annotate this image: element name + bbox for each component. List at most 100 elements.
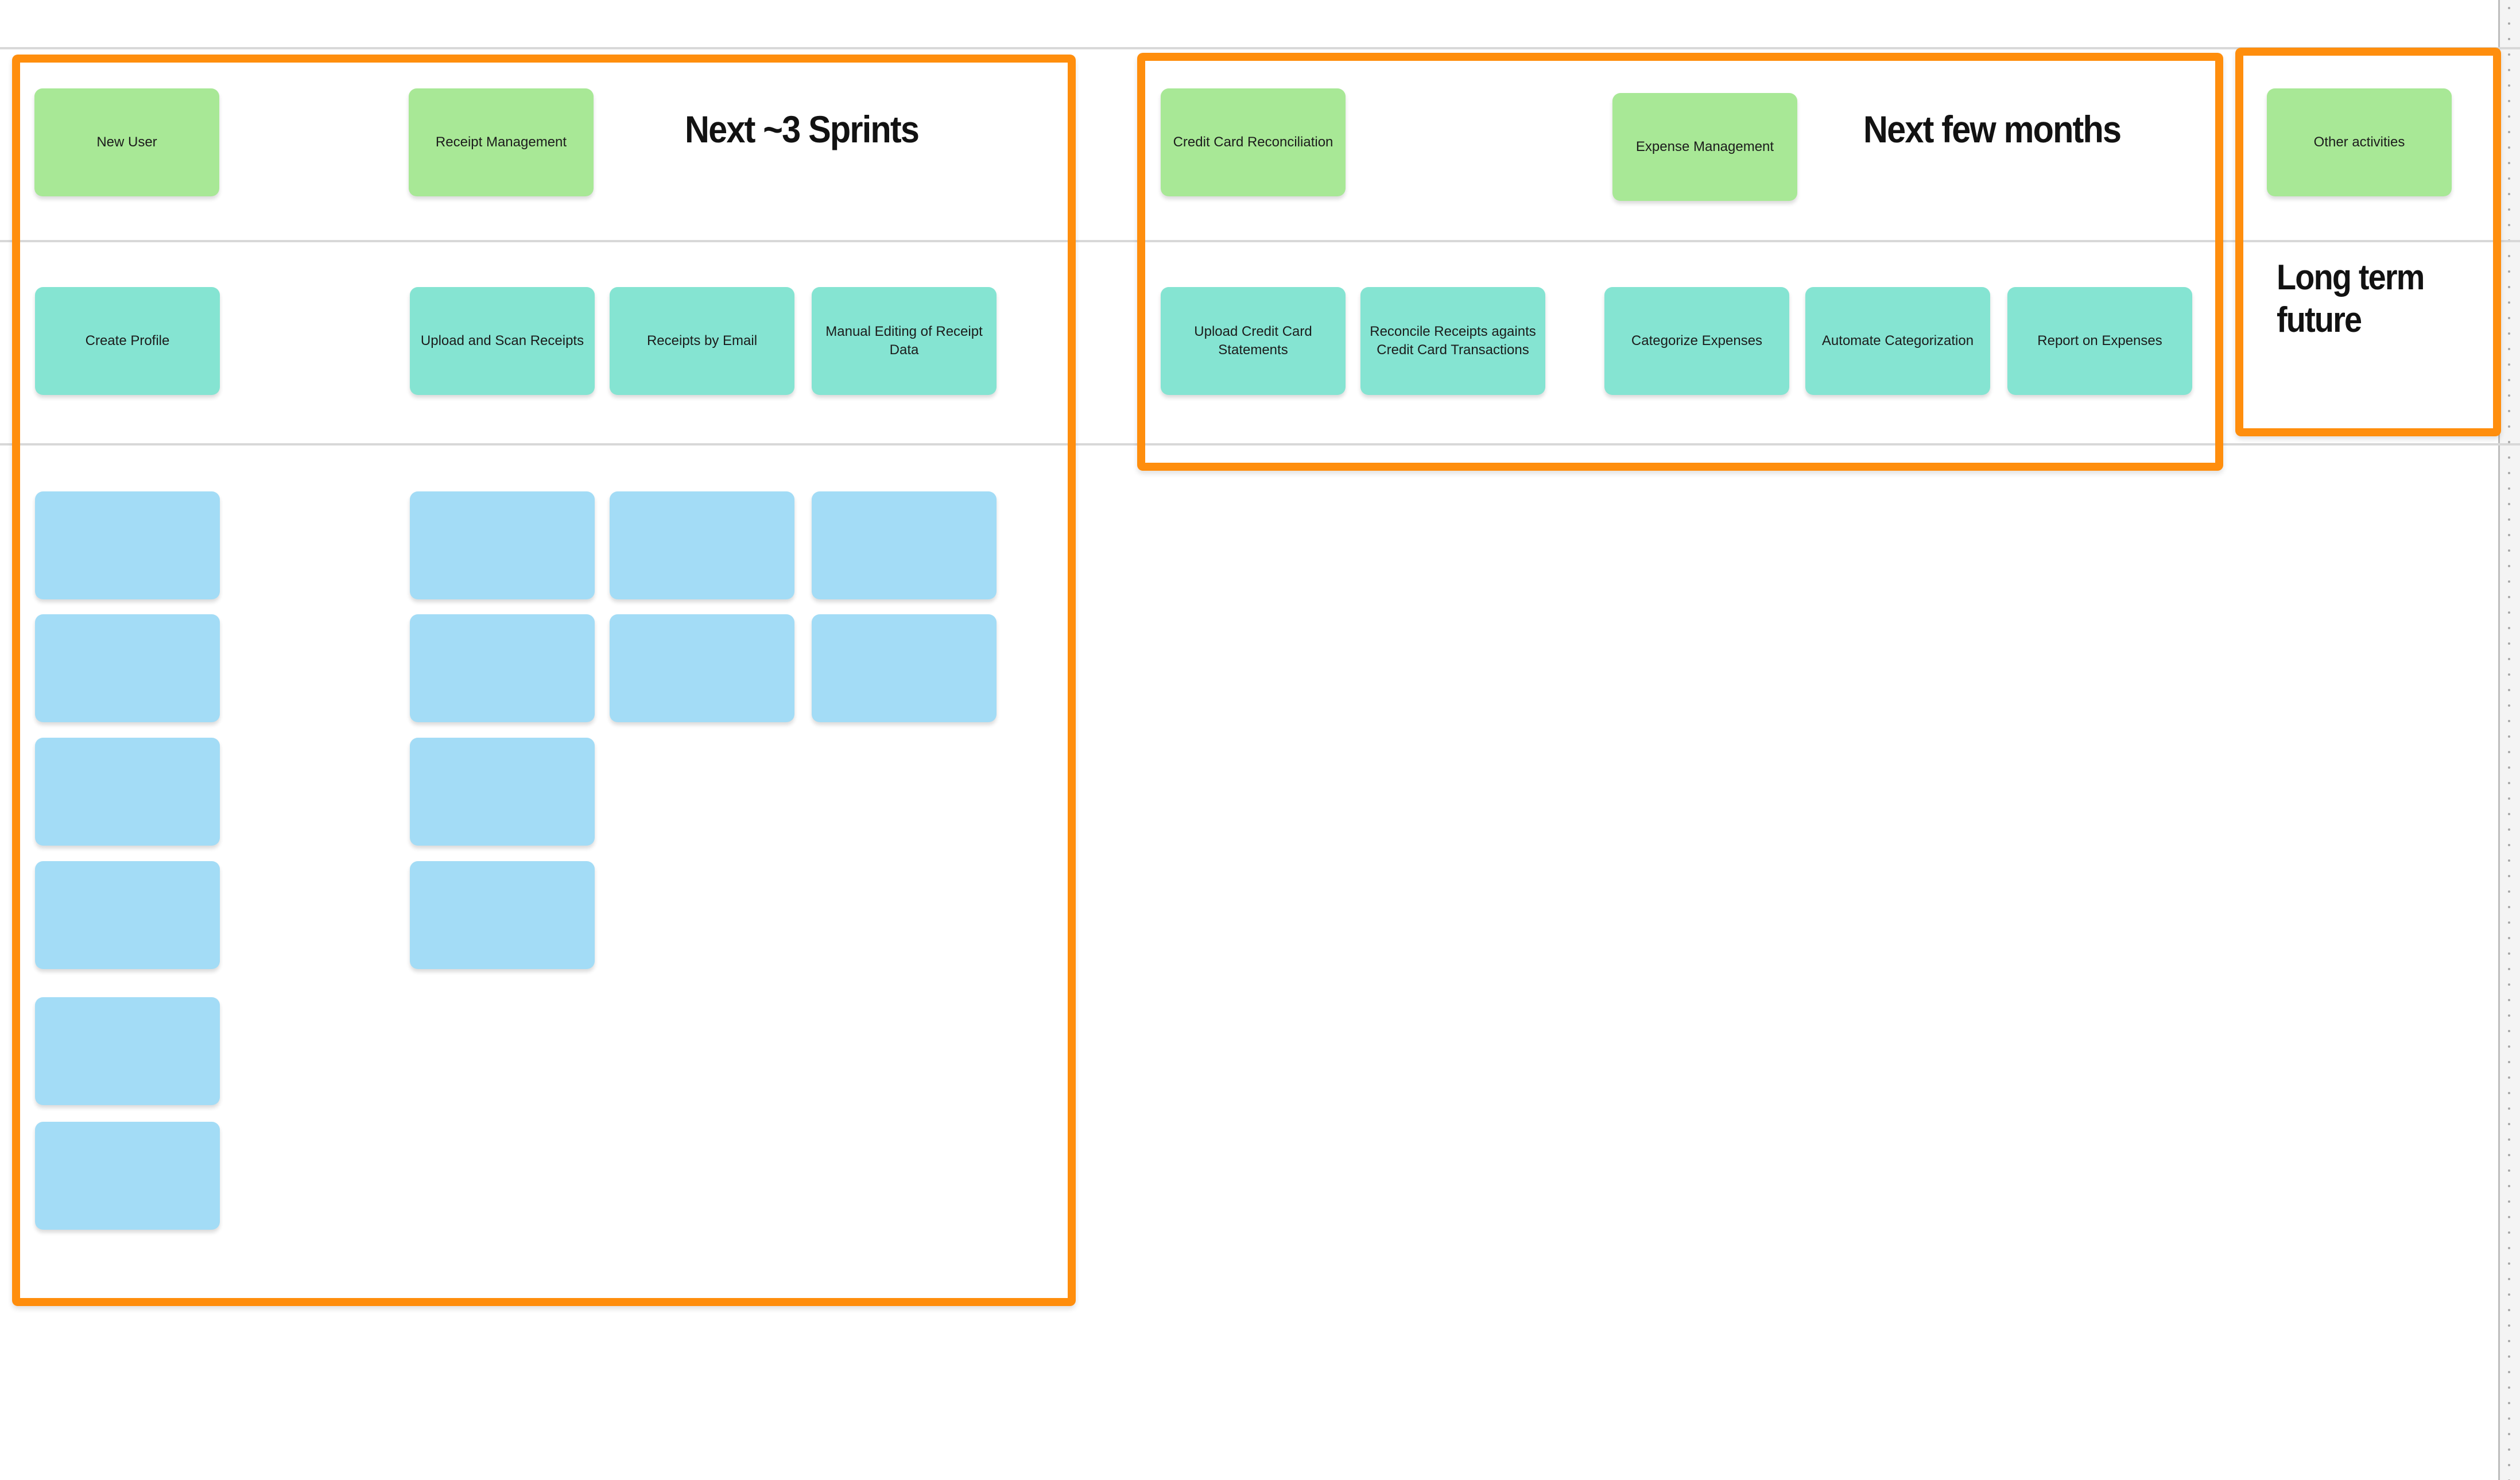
canvas-grid-dot — [2508, 487, 2510, 490]
canvas-grid-dot — [2508, 813, 2510, 815]
canvas-grid-dot — [2508, 1092, 2510, 1094]
canvas-grid-dot — [2508, 286, 2510, 288]
canvas-grid-dot — [2508, 1278, 2510, 1280]
canvas-grid-dot — [2508, 115, 2510, 118]
sticky-note-report-on-expenses[interactable]: Report on Expenses — [2007, 287, 2192, 395]
canvas-grid-dot — [2508, 177, 2510, 180]
sticky-note-receipts-by-email[interactable]: Receipts by Email — [610, 287, 794, 395]
sticky-note-story-blank[interactable] — [812, 614, 997, 722]
sticky-note-reconcile-receipts-againts-credit-card-transactions[interactable]: Reconcile Receipts againts Credit Card T… — [1360, 287, 1545, 395]
canvas-grid-dot — [2508, 1402, 2510, 1404]
sticky-note-upload-credit-card-statements[interactable]: Upload Credit Card Statements — [1161, 287, 1346, 395]
sticky-note-receipt-management[interactable]: Receipt Management — [409, 88, 594, 196]
canvas-grid-dot — [2508, 1185, 2510, 1187]
sticky-note-categorize-expenses[interactable]: Categorize Expenses — [1604, 287, 1789, 395]
canvas-grid-dot — [2508, 348, 2510, 350]
canvas-grid-dot — [2508, 627, 2510, 629]
canvas-grid-dot — [2508, 844, 2510, 846]
canvas-grid-dot — [2508, 22, 2510, 25]
canvas-grid-dot — [2508, 1247, 2510, 1249]
canvas-grid-dot — [2508, 1014, 2510, 1017]
canvas-grid-dot — [2508, 1123, 2510, 1125]
canvas-grid-dot — [2508, 38, 2510, 40]
sticky-note-upload-and-scan-receipts[interactable]: Upload and Scan Receipts — [410, 287, 595, 395]
frame-next-3-sprints[interactable] — [12, 55, 1076, 1306]
canvas-grid-dot — [2508, 1417, 2510, 1420]
canvas-grid-dot — [2508, 317, 2510, 319]
frame-long-term-future[interactable] — [2235, 48, 2501, 436]
sticky-note-story-blank[interactable] — [410, 491, 595, 599]
canvas-grid-dot — [2508, 1355, 2510, 1358]
canvas-grid-dot — [2508, 1262, 2510, 1265]
sticky-note-automate-categorization[interactable]: Automate Categorization — [1805, 287, 1990, 395]
canvas-grid-dot — [2508, 658, 2510, 660]
swimlane-divider-line — [0, 240, 2520, 242]
canvas-grid-dot — [2508, 208, 2510, 211]
canvas-grid-dot — [2508, 1340, 2510, 1342]
canvas-grid-dot — [2508, 1061, 2510, 1063]
sticky-note-story-blank[interactable] — [610, 491, 794, 599]
canvas-grid-dot — [2508, 1309, 2510, 1311]
canvas-grid-dot — [2508, 704, 2510, 707]
canvas-grid-dot — [2508, 1433, 2510, 1435]
canvas-grid-dot — [2508, 332, 2510, 335]
canvas-grid-dot — [2508, 1371, 2510, 1373]
sticky-note-create-profile[interactable]: Create Profile — [35, 287, 220, 395]
canvas-grid-dot — [2508, 580, 2510, 583]
canvas-grid-dot — [2508, 162, 2510, 164]
sticky-note-story-blank[interactable] — [35, 614, 220, 722]
sticky-note-story-blank[interactable] — [410, 614, 595, 722]
canvas-grid-dot — [2508, 596, 2510, 598]
sticky-note-manual-editing-of-receipt-data[interactable]: Manual Editing of Receipt Data — [812, 287, 997, 395]
canvas-grid-dot — [2508, 1448, 2510, 1451]
canvas-grid-dot — [2508, 937, 2510, 939]
sticky-note-story-blank[interactable] — [35, 491, 220, 599]
canvas-grid-dot — [2508, 394, 2510, 397]
sticky-note-story-blank[interactable] — [35, 1122, 220, 1230]
sticky-note-new-user[interactable]: New User — [34, 88, 219, 196]
canvas-grid-dot — [2508, 472, 2510, 474]
swimlane-divider-line — [0, 47, 2520, 49]
canvas-grid-dot — [2508, 1169, 2510, 1172]
canvas-grid-dot — [2508, 503, 2510, 505]
canvas-grid-dot — [2508, 379, 2510, 381]
canvas-grid-dot — [2508, 1107, 2510, 1110]
canvas-grid-dot — [2508, 766, 2510, 769]
canvas-grid-dot — [2508, 410, 2510, 412]
sticky-note-credit-card-reconciliation[interactable]: Credit Card Reconciliation — [1161, 88, 1346, 196]
canvas-grid-dot — [2508, 518, 2510, 521]
canvas-grid-dot — [2508, 193, 2510, 195]
canvas-grid-dot — [2508, 859, 2510, 862]
canvas-grid-dot — [2508, 968, 2510, 970]
canvas-grid-dot — [2508, 100, 2510, 102]
sticky-note-other-activities[interactable]: Other activities — [2267, 88, 2452, 196]
sticky-note-story-blank[interactable] — [610, 614, 794, 722]
canvas-grid-dot — [2508, 224, 2510, 226]
canvas-grid-dot — [2508, 146, 2510, 149]
canvas-grid-dot — [2508, 1231, 2510, 1234]
canvas-grid-dot — [2508, 1216, 2510, 1218]
canvas-grid-dot — [2508, 565, 2510, 567]
frame-next-few-months[interactable] — [1137, 53, 2223, 471]
sticky-note-story-blank[interactable] — [35, 738, 220, 846]
sticky-note-story-blank[interactable] — [35, 861, 220, 969]
canvas-grid-dot — [2508, 301, 2510, 304]
canvas-grid-dot — [2508, 1045, 2510, 1048]
sticky-note-story-blank[interactable] — [410, 738, 595, 846]
canvas-grid-dot — [2508, 797, 2510, 800]
section-heading-next-few-months[interactable]: Next few months — [1863, 108, 2122, 150]
sticky-note-story-blank[interactable] — [35, 997, 220, 1105]
sticky-note-story-blank[interactable] — [410, 861, 595, 969]
section-heading-long-term-future[interactable]: Long term future — [2277, 258, 2425, 340]
swimlane-divider-line — [0, 443, 2520, 445]
canvas-grid-dot — [2508, 53, 2510, 56]
canvas-grid-dot — [2508, 1464, 2510, 1466]
canvas-grid-dot — [2508, 983, 2510, 986]
canvas-grid-dot — [2508, 890, 2510, 893]
canvas-grid-dot — [2508, 611, 2510, 614]
canvas-grid-dot — [2508, 782, 2510, 784]
sticky-note-expense-management[interactable]: Expense Management — [1612, 93, 1797, 201]
section-heading-next-3-sprints[interactable]: Next ~3 Sprints — [685, 108, 920, 150]
sticky-note-story-blank[interactable] — [812, 491, 997, 599]
